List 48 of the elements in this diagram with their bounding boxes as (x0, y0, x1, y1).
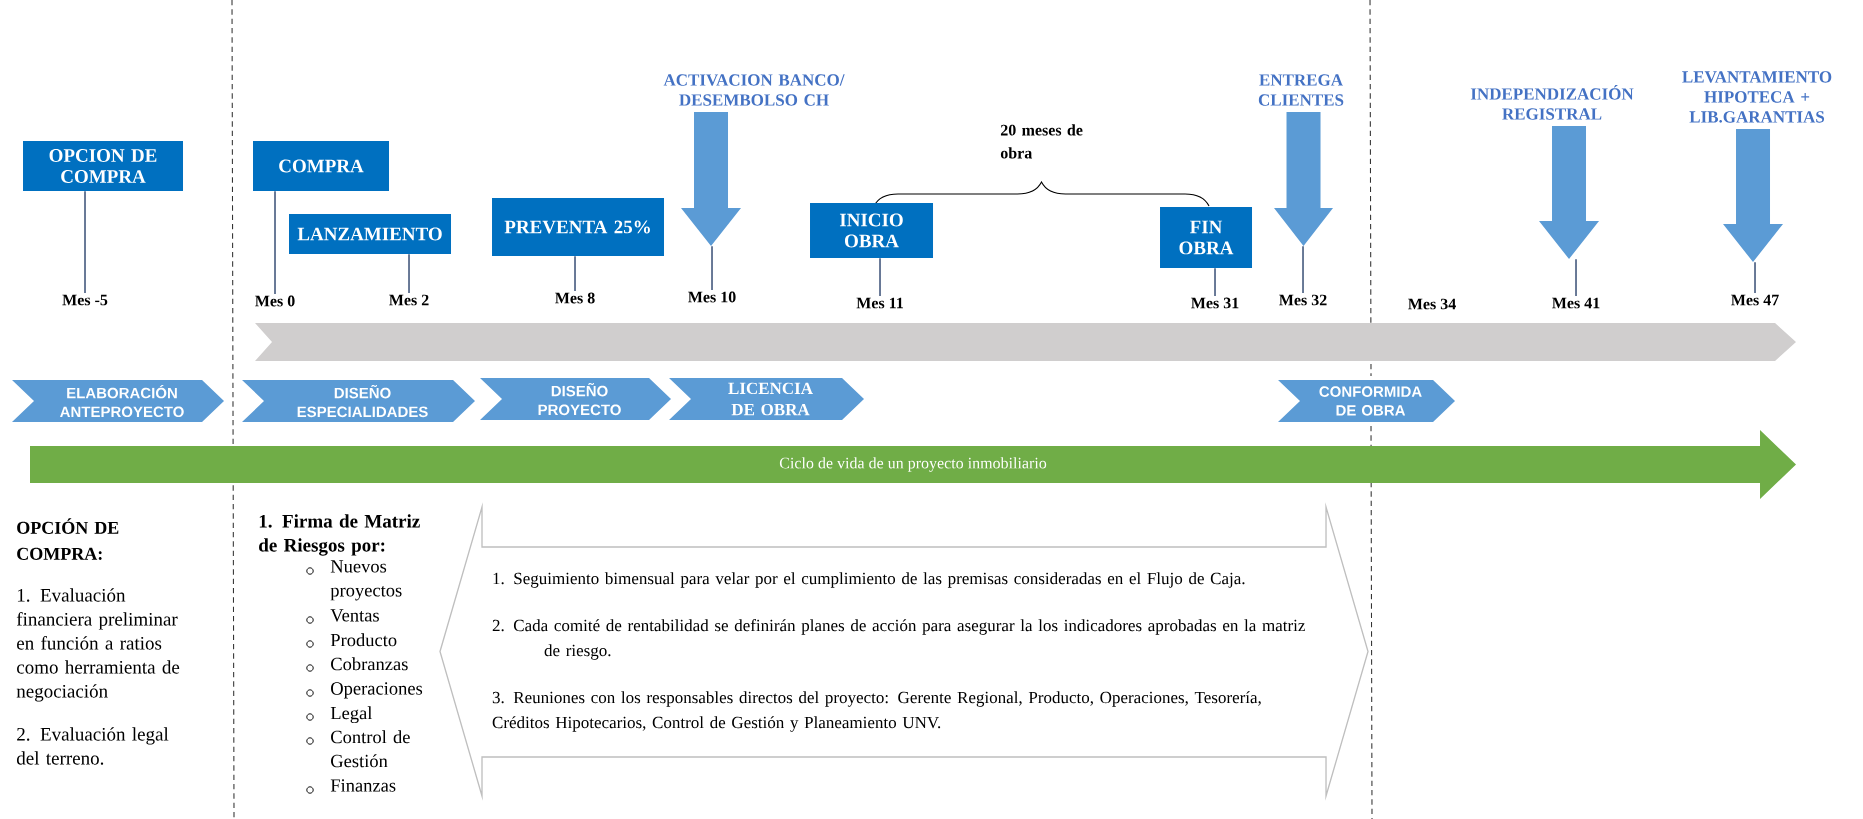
leader-line (574, 255, 576, 292)
leader-line (1214, 267, 1216, 297)
month-label: Mes 31 (1191, 297, 1239, 309)
leader-line (1575, 258, 1577, 297)
leader-line (879, 257, 881, 297)
milestone-box: INICIO OBRA (810, 203, 933, 258)
milestone-box: LANZAMIENTO (289, 214, 451, 254)
phase-tab: ELABORACIÓN ANTEPROYECTO (12, 380, 224, 422)
milestone-box: OPCION DE COMPRA (23, 141, 183, 191)
list-item: Legal (306, 706, 373, 724)
list-item: Nuevos proyectos (306, 560, 402, 601)
timeline-band (255, 323, 1796, 361)
milestone-heading: LEVANTAMIENTO HIPOTECA + LIB.GARANTIAS (1682, 71, 1832, 123)
leader-line (84, 190, 86, 294)
phase-tab: DISEÑO PROYECTO (480, 378, 671, 420)
milestone-box: FIN OBRA (1160, 207, 1252, 268)
month-label: Mes 32 (1279, 294, 1327, 306)
phase-tab: LICENCIA DE OBRA (669, 378, 864, 420)
month-label: Mes 10 (688, 291, 736, 303)
month-label: Mes 41 (1552, 297, 1600, 309)
list-item: Cobranzas (306, 657, 408, 672)
list-item: Control de Gestión (306, 730, 410, 768)
list-item: 1. Evaluación financiera preliminar en función a ratios como herramienta de negociación (16, 588, 180, 702)
section-heading: OPCIÓN DE COMPRA: (17, 518, 119, 560)
month-label: Mes 11 (856, 297, 903, 309)
list-item: Operaciones (306, 682, 423, 699)
month-label: Mes 8 (555, 292, 595, 304)
list-item: Producto (306, 633, 397, 648)
leader-line (408, 253, 410, 294)
milestone-heading: ACTIVACION BANCO/ DESEMBOLSO CH (663, 74, 845, 106)
leader-line (1754, 261, 1756, 294)
month-label: Mes 2 (389, 294, 429, 306)
list-item: 2. Evaluación legal del terreno. (16, 727, 169, 765)
month-label: Mes -5 (62, 294, 108, 306)
brace-label: 20 meses de obra (1000, 124, 1083, 159)
milestone-heading: INDEPENDIZACIÓN REGISTRAL (1470, 85, 1634, 120)
milestone-box: PREVENTA 25% (492, 198, 664, 256)
list-item: 1. Firma de Matriz de Riesgos por: (259, 514, 420, 556)
month-label: Mes 0 (255, 295, 295, 307)
leader-line (1302, 245, 1304, 294)
phase-tab: DISEÑO ESPECIALIDADES (242, 380, 475, 422)
list-item: Ventas (306, 609, 379, 624)
milestone-heading: ENTREGA CLIENTES (1258, 74, 1344, 106)
leader-line (711, 245, 713, 291)
milestone-box: COMPRA (253, 141, 389, 191)
list-item: Finanzas (306, 779, 396, 794)
month-label: Mes 47 (1731, 294, 1779, 306)
phase-tab: CONFORMIDA DE OBRA (1278, 380, 1455, 422)
